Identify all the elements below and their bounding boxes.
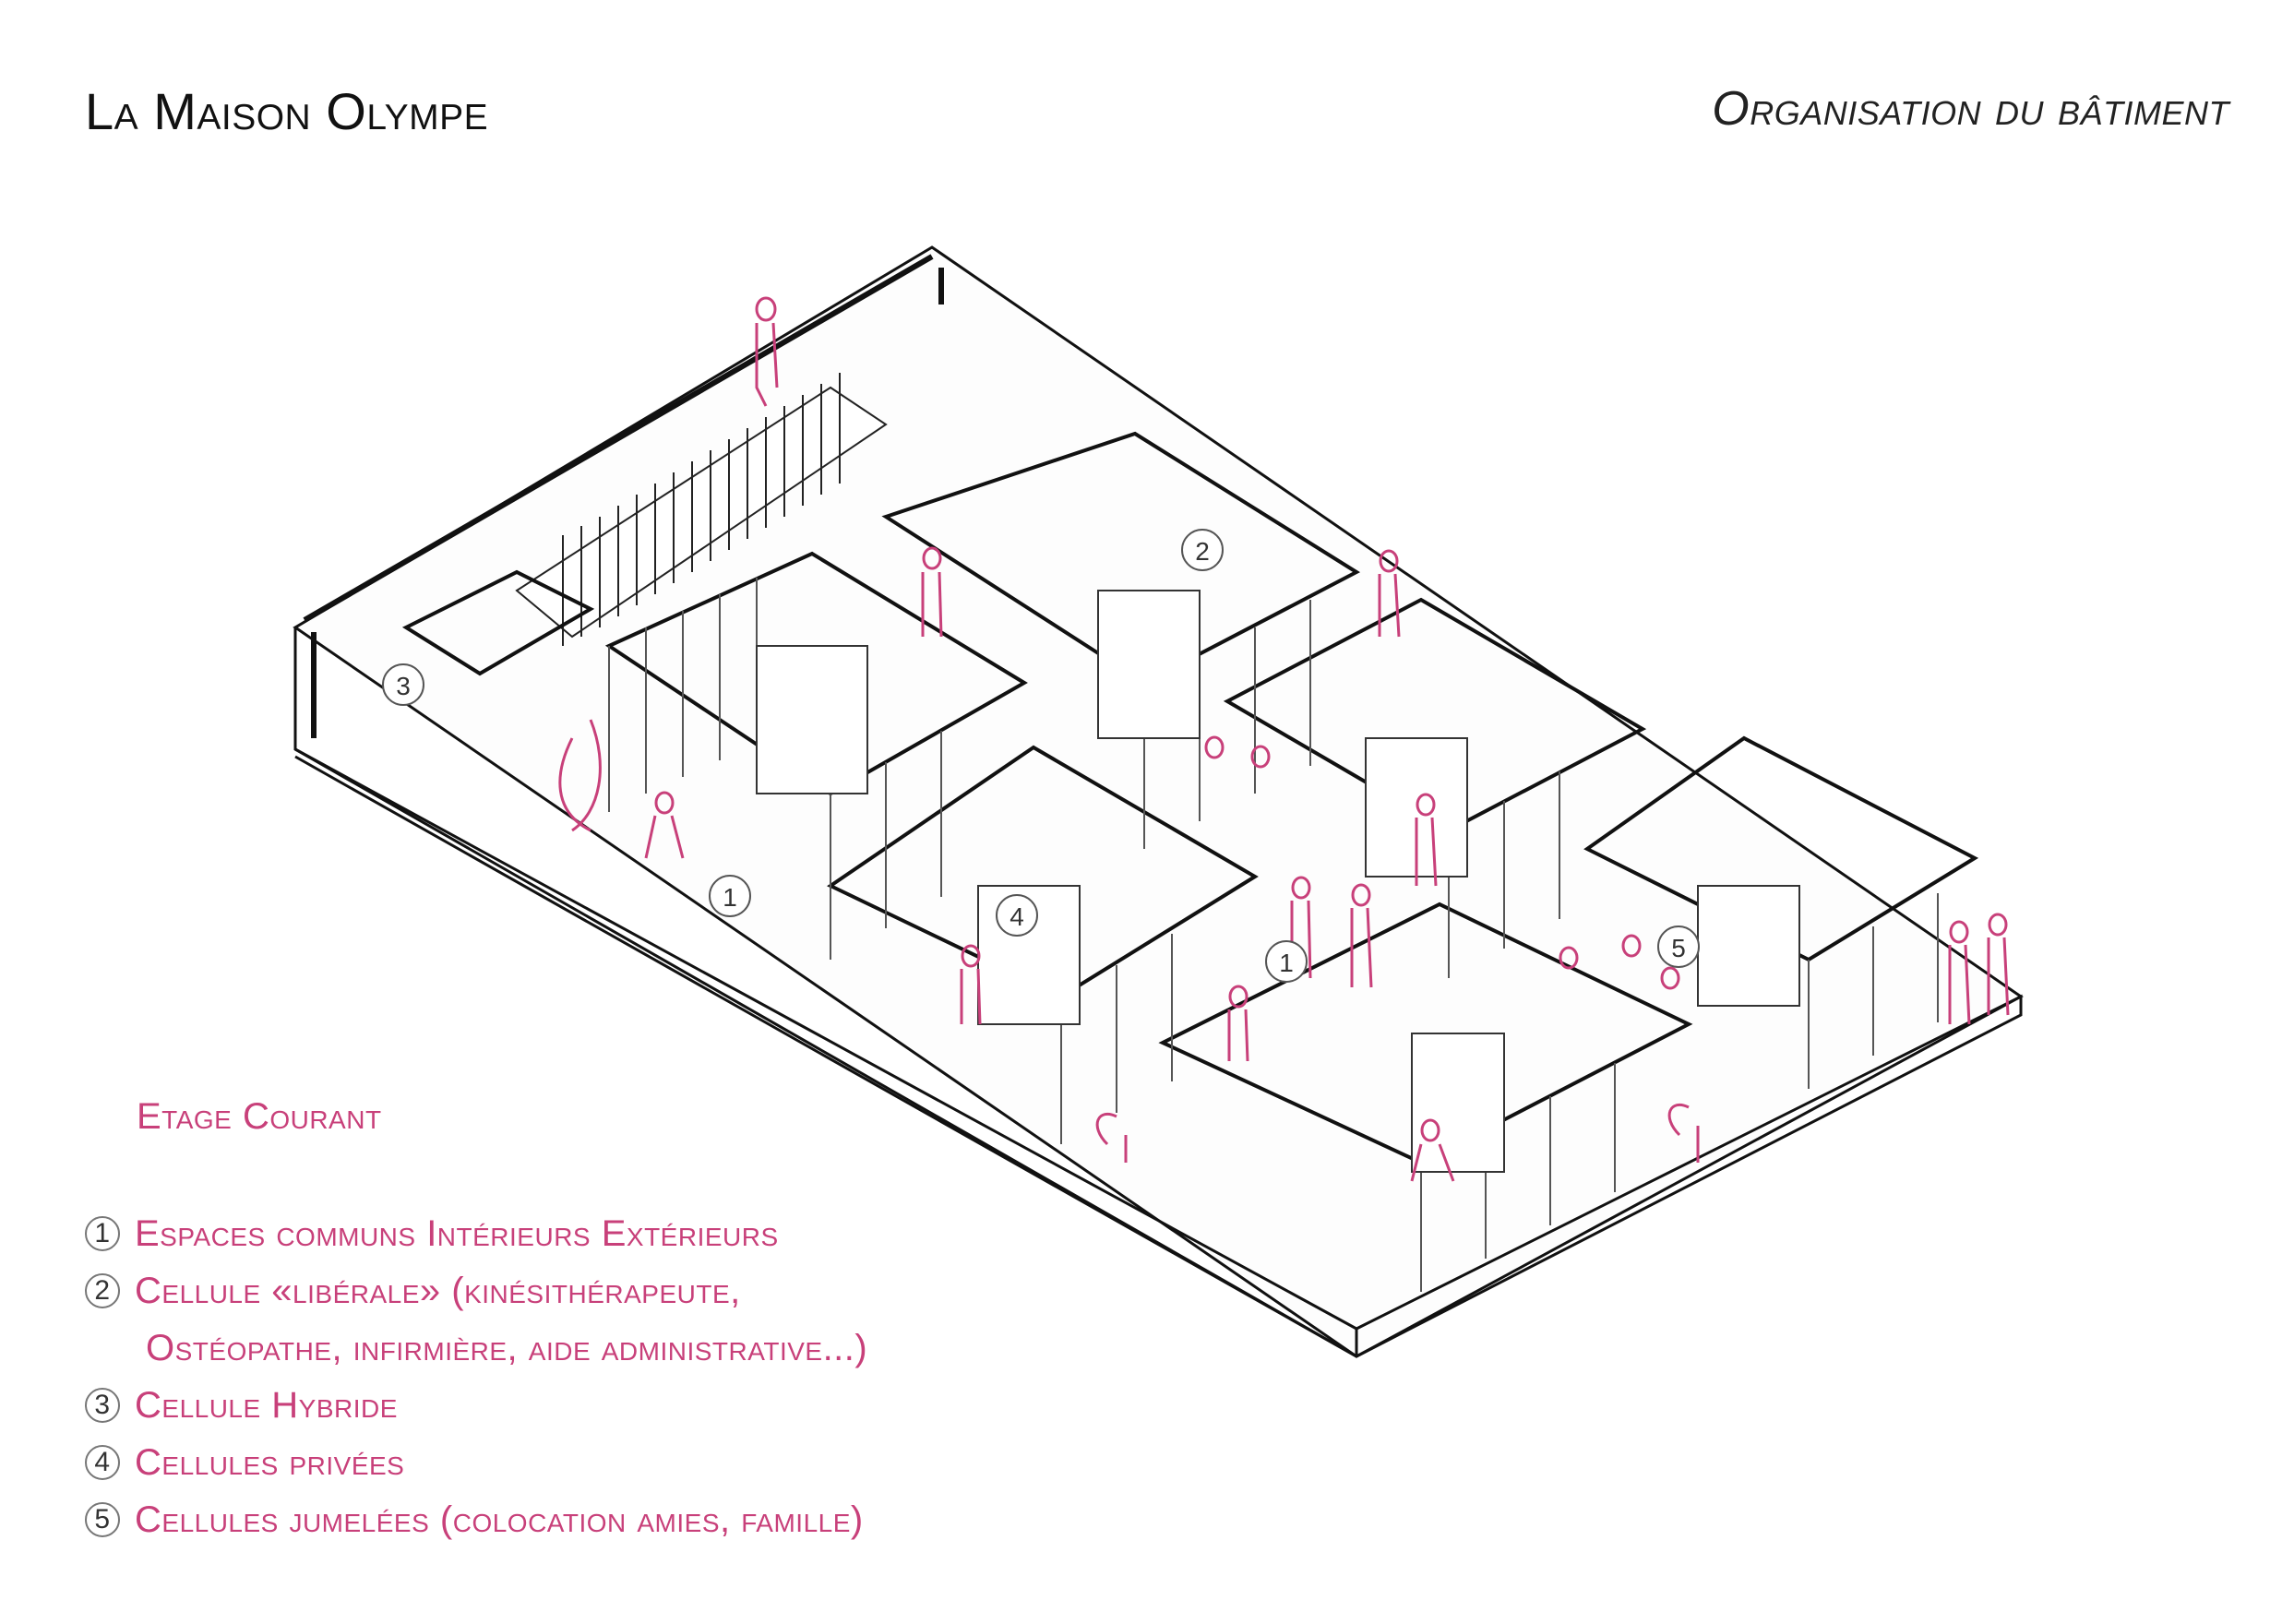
legend-label: Espaces communs Intérieurs Extérieurs	[135, 1212, 779, 1254]
legend-label: Cellule «libérale» (kinésithérapeute,	[135, 1270, 741, 1311]
outer-walls	[303, 254, 944, 738]
plan-marker-3: 3	[382, 663, 424, 706]
people-figures	[558, 296, 2010, 1182]
legend-item: 1 Espaces communs Intérieurs Extérieurs	[85, 1205, 867, 1262]
legend-number: 4	[85, 1445, 120, 1480]
legend-item-continuation: Ostéopathe, infirmière, aide administrat…	[85, 1320, 867, 1377]
page-title: La Maison Olympe	[85, 82, 489, 140]
floor-slab	[293, 245, 2024, 1358]
legend-number: 2	[85, 1273, 120, 1308]
legend-item: 2 Cellule «libérale» (kinésithérapeute,	[85, 1262, 867, 1320]
legend-label: Cellules privées	[135, 1441, 405, 1483]
legend-heading: Etage Courant	[137, 1096, 382, 1137]
legend-item: 4 Cellules privées	[85, 1434, 867, 1491]
plan-marker-label: 5	[1671, 934, 1686, 962]
legend-label: Cellules jumelées (colocation amies, fam…	[135, 1499, 864, 1540]
plan-marker-1b: 1	[1265, 940, 1308, 983]
page-subtitle: Organisation du bâtiment	[1712, 82, 2229, 136]
staircase	[515, 373, 888, 646]
plan-marker-label: 1	[1279, 949, 1294, 977]
plan-marker-label: 3	[396, 672, 411, 700]
legend-item: 5 Cellules jumelées (colocation amies, f…	[85, 1491, 867, 1548]
plan-marker-5: 5	[1657, 925, 1700, 968]
plan-marker-2: 2	[1181, 529, 1224, 571]
legend-label: Ostéopathe, infirmière, aide administrat…	[146, 1327, 868, 1368]
legend-number: 1	[85, 1216, 120, 1251]
plan-marker-label: 1	[723, 883, 737, 912]
legend-number: 5	[85, 1502, 120, 1537]
legend-list: 1 Espaces communs Intérieurs Extérieurs …	[85, 1205, 867, 1548]
plan-marker-4: 4	[996, 894, 1038, 937]
legend-number: 3	[85, 1388, 120, 1423]
plan-marker-1a: 1	[709, 875, 751, 917]
legend-label: Cellule Hybride	[135, 1384, 398, 1426]
glass-partitions	[608, 578, 1939, 1292]
plan-marker-label: 2	[1195, 537, 1210, 566]
plan-marker-label: 4	[1010, 902, 1024, 931]
legend-item: 3 Cellule Hybride	[85, 1377, 867, 1434]
